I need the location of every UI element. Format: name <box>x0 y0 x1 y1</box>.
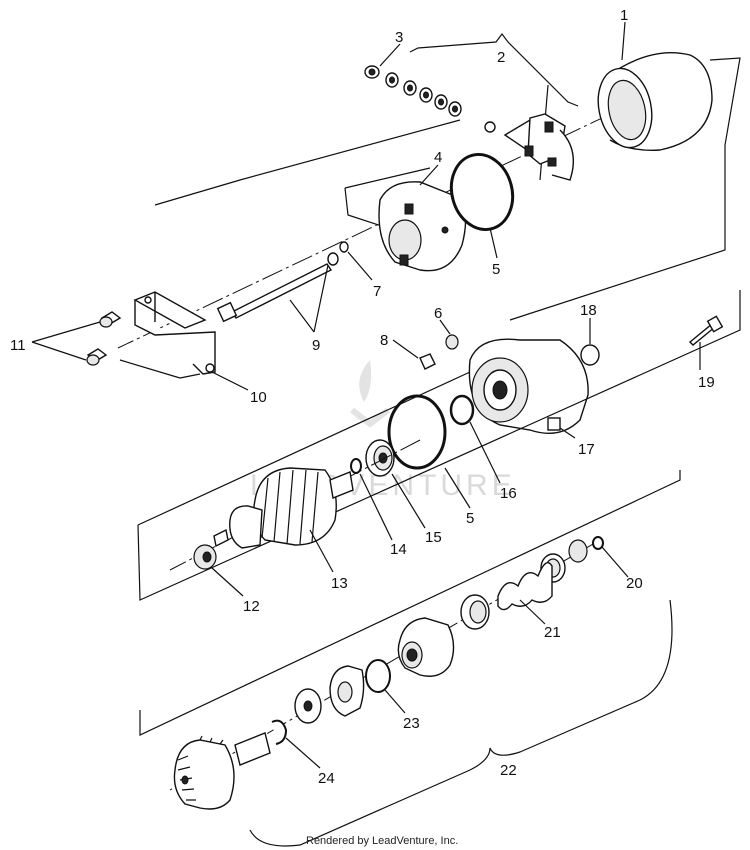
callout-16: 16 <box>500 485 517 502</box>
callout-2: 2 <box>497 49 505 66</box>
part-2-brush-holder <box>484 113 574 181</box>
part-23-rollers <box>329 665 365 717</box>
callout-6: 6 <box>434 305 442 322</box>
part-12-bushing <box>193 544 217 570</box>
callout-3: 3 <box>395 29 403 46</box>
part-gear-shaft <box>173 732 271 810</box>
part-5-o-ring-upper <box>449 152 515 232</box>
part-3-washers <box>364 65 462 117</box>
part-15-bearing <box>365 439 395 477</box>
part-13-armature <box>213 467 354 549</box>
part-18-washer <box>580 344 600 366</box>
part-11-bolts <box>86 311 122 366</box>
leader-lines <box>31 21 701 769</box>
part-6-nut <box>445 334 459 350</box>
callout-7: 7 <box>373 283 381 300</box>
part-24-clip <box>271 719 288 745</box>
callout-5-upper: 5 <box>492 261 500 278</box>
callout-22: 22 <box>500 762 517 779</box>
callout-20: 20 <box>626 575 643 592</box>
callout-1: 1 <box>620 7 628 24</box>
part-10-bracket <box>133 291 216 375</box>
part-9-through-bolts <box>216 252 339 323</box>
callout-24: 24 <box>318 770 335 787</box>
callout-14: 14 <box>390 541 407 558</box>
callout-19: 19 <box>698 374 715 391</box>
callout-23: 23 <box>403 715 420 732</box>
part-19-bolt <box>688 315 724 346</box>
callout-12: 12 <box>243 598 260 615</box>
callout-13: 13 <box>331 575 348 592</box>
part-22-clutch <box>397 617 455 677</box>
callout-18: 18 <box>580 302 597 319</box>
part-17-drive-housing <box>468 338 589 434</box>
callout-5-lower: 5 <box>466 510 474 527</box>
part-16-o-ring-small <box>449 394 475 426</box>
callout-9: 9 <box>312 337 320 354</box>
part-1-housing <box>597 52 713 151</box>
footer-credit: Rendered by LeadVenture, Inc. <box>306 835 458 847</box>
part-8-stud <box>419 353 436 370</box>
part-23-ring <box>365 659 391 693</box>
callout-17: 17 <box>578 441 595 458</box>
callout-10: 10 <box>250 389 267 406</box>
callout-21: 21 <box>544 624 561 641</box>
part-5-o-ring-lower <box>387 394 447 470</box>
part-20-collar <box>568 539 588 563</box>
part-4-end-frame <box>378 181 467 272</box>
callout-4: 4 <box>434 149 442 166</box>
callout-8: 8 <box>380 332 388 349</box>
part-21-spring <box>460 553 566 630</box>
callout-labels: 1 2 3 4 5 6 7 8 9 10 11 12 13 14 15 16 5… <box>10 7 715 787</box>
callout-11: 11 <box>10 337 26 354</box>
part-7-washer <box>339 241 349 253</box>
part-20-retainer <box>592 536 604 550</box>
callout-15: 15 <box>425 529 442 546</box>
